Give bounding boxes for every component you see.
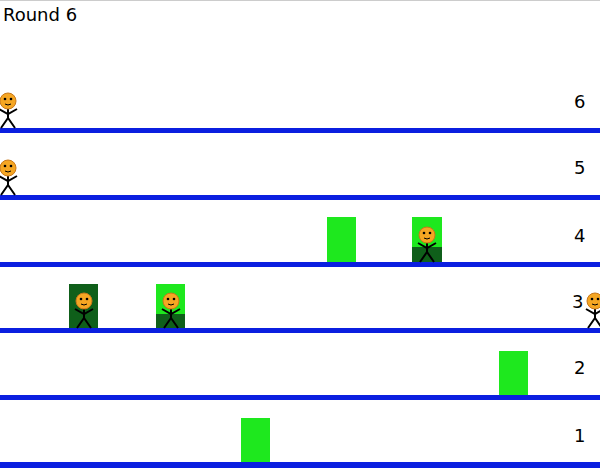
floor-line — [0, 262, 600, 267]
floor-line — [0, 328, 600, 333]
floor-number: 6 — [574, 91, 585, 113]
stick-figure — [586, 293, 600, 328]
top-border — [0, 0, 600, 1]
doors — [69, 217, 528, 462]
floor-line — [0, 195, 600, 200]
stick-figure — [0, 160, 17, 195]
round-title: Round 6 — [3, 4, 77, 26]
door — [499, 351, 528, 395]
door — [69, 284, 98, 328]
floor-line — [0, 462, 600, 468]
floor-line — [0, 128, 600, 133]
floor-number: 3 — [572, 291, 583, 313]
stick-figure — [162, 293, 180, 328]
floor-number: 4 — [574, 225, 585, 247]
floor-number: 2 — [574, 357, 585, 379]
floor-number: 1 — [574, 425, 585, 447]
door — [327, 217, 356, 262]
door — [412, 217, 442, 262]
stick-figure — [75, 293, 93, 328]
door — [156, 284, 185, 328]
floor-line — [0, 395, 600, 400]
figures — [0, 93, 600, 328]
door — [241, 418, 270, 462]
floors — [0, 128, 600, 468]
stick-figure — [418, 227, 436, 262]
stick-figure — [0, 93, 17, 128]
floor-number: 5 — [574, 157, 585, 179]
